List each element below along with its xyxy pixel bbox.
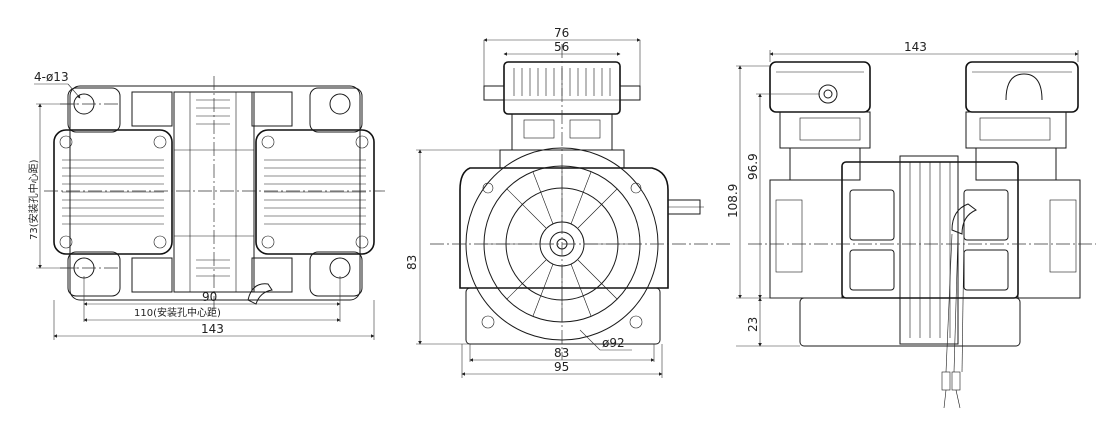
base-height-dimension: 23 bbox=[746, 317, 760, 332]
motor-base bbox=[465, 287, 661, 345]
left-view: 4-ø13 73(安装孔中心距) 90 110(安装孔中心距) 143 bbox=[27, 70, 385, 340]
right-view: 143 108.9 96.9 23 bbox=[726, 40, 1096, 409]
motor-core bbox=[899, 155, 959, 345]
right-cylinder-head bbox=[255, 129, 375, 255]
overall-width-dimension: 143 bbox=[201, 322, 224, 336]
motor-diameter-dimension: ø92 bbox=[602, 336, 625, 350]
mount-vertical-dimension: 73(安装孔中心距) bbox=[27, 159, 40, 240]
left-cylinder-head bbox=[53, 129, 173, 255]
right-overall-width-dimension: 143 bbox=[904, 40, 927, 54]
base-inner-dimension: 83 bbox=[554, 346, 569, 360]
motor-housing bbox=[459, 167, 669, 289]
inner-width-dimension: 90 bbox=[202, 290, 217, 304]
top-inner-dimension: 56 bbox=[554, 40, 569, 54]
mount-hole bbox=[329, 257, 351, 279]
base-plate bbox=[799, 297, 1021, 347]
height-upper-dimension: 96.9 bbox=[746, 153, 760, 180]
mount-hole bbox=[329, 93, 351, 115]
middle-view: 76 56 83 ø92 83 95 bbox=[405, 26, 730, 378]
hole-spec-label: 4-ø13 bbox=[34, 70, 69, 84]
height-total-dimension: 108.9 bbox=[726, 184, 740, 218]
lead-wires bbox=[941, 233, 965, 409]
top-outer-dimension: 76 bbox=[554, 26, 569, 40]
base-outer-dimension: 95 bbox=[554, 360, 569, 374]
height-dimension: 83 bbox=[405, 255, 419, 270]
mount-horizontal-dimension: 110(安装孔中心距) bbox=[134, 306, 221, 319]
